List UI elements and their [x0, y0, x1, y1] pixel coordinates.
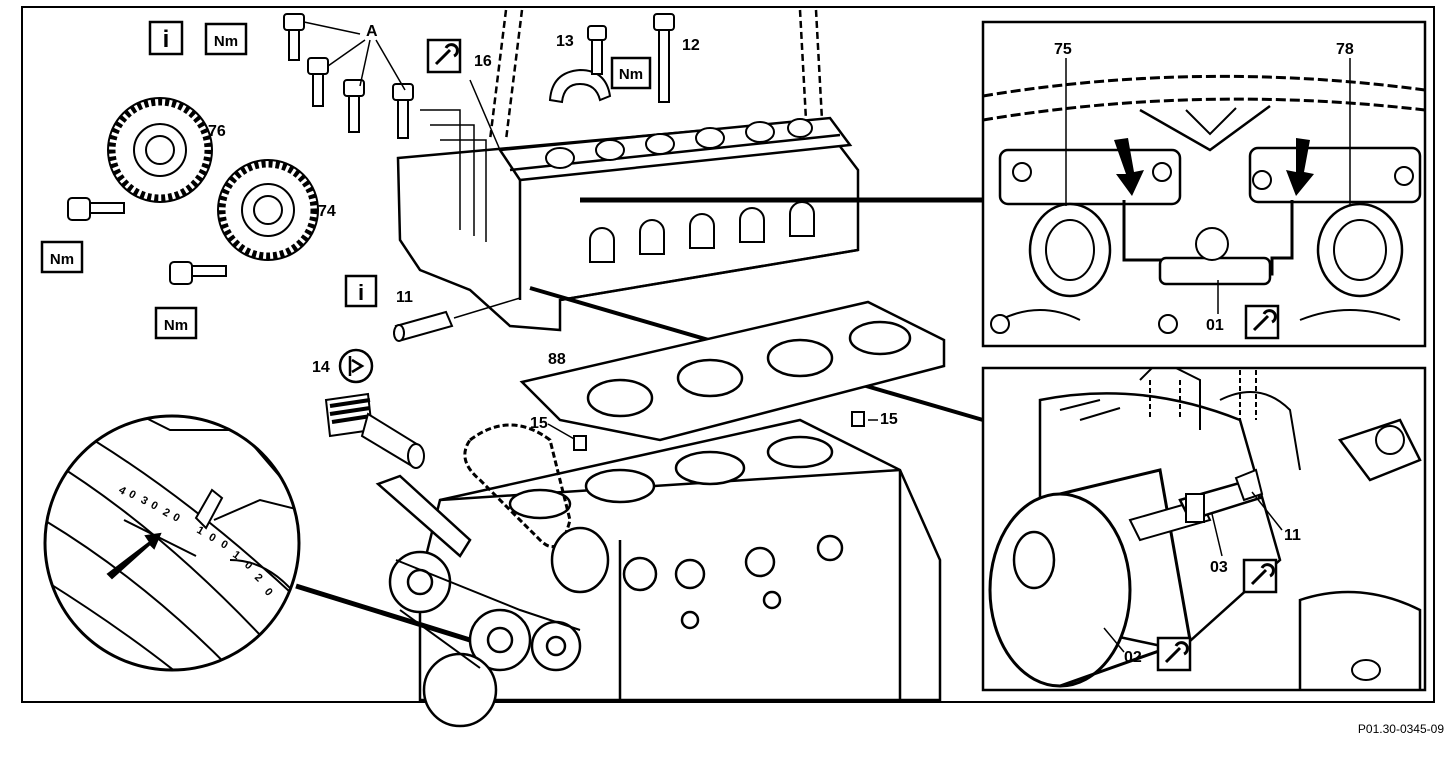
scale-digit: 0	[171, 511, 182, 524]
tool-icon-02	[1156, 636, 1192, 672]
bearing-cap-13	[548, 68, 612, 104]
bolt-set-a	[283, 13, 414, 139]
leader-15-left	[547, 423, 577, 441]
head-gasket-88	[519, 300, 946, 442]
crank-detail-art	[988, 368, 1422, 690]
torque-icon-left: Nm	[40, 240, 84, 274]
camshaft-lobes	[545, 118, 813, 169]
callout-11-detail: 11	[1284, 527, 1301, 544]
pin-leader	[453, 297, 521, 319]
callout-74: 74	[318, 203, 336, 220]
info-icon-11: i	[344, 274, 378, 308]
callout-11: 11	[396, 289, 413, 306]
bolt-guide-lines	[420, 79, 501, 242]
timing-mark-arrow	[106, 532, 162, 580]
tool-icon-01	[1244, 304, 1280, 340]
callout-12: 12	[682, 37, 700, 54]
callout-15-left: 15	[530, 415, 548, 432]
torque-text-left: Nm	[50, 251, 74, 268]
torque-text-13: Nm	[619, 66, 643, 83]
degree-scale-detail: 4 0 3 0 2 0 1 0 0 1 0 2 0	[43, 414, 301, 672]
camshaft-sprocket-74	[217, 159, 319, 261]
callout-76: 76	[208, 123, 226, 140]
callout-16: 16	[474, 53, 492, 70]
torque-icon-13: Nm	[610, 56, 652, 90]
callout-15-right: 15	[880, 411, 898, 428]
scale-digit: 1	[195, 524, 206, 537]
callout-02: 02	[1124, 649, 1142, 666]
dowel-15-right	[851, 411, 865, 427]
tool-icon-03	[1242, 558, 1278, 594]
figure-reference: P01.30-0345-09	[1357, 722, 1444, 736]
chain-tensioner-icon	[338, 348, 374, 384]
callout-75: 75	[1054, 41, 1072, 58]
scale-digit: 0	[207, 531, 218, 544]
callout-01: 01	[1206, 317, 1224, 334]
diagram-frame	[21, 6, 1435, 703]
callout-03: 03	[1210, 559, 1228, 576]
belt-pulleys	[388, 550, 658, 728]
arrow-right-cam	[1286, 138, 1314, 196]
oil-filter	[375, 474, 610, 594]
bolt-set-a-leaders	[303, 21, 406, 91]
info-icon: i	[148, 20, 184, 56]
tool-icon-16	[426, 38, 462, 74]
callout-78: 78	[1336, 41, 1354, 58]
arrow-left-cam	[1114, 138, 1144, 196]
leader-to-degree-scale	[295, 583, 471, 643]
callout-14: 14	[312, 359, 330, 376]
info-symbol-11: i	[358, 280, 364, 305]
tdc-mark-line	[123, 519, 197, 557]
torque-icon: Nm	[204, 22, 248, 56]
bolt-12	[653, 13, 675, 103]
callout-88: 88	[548, 351, 566, 368]
sprocket-bolt-right	[169, 261, 227, 285]
chain-tensioner-14	[324, 392, 425, 469]
scale-digit: 3	[139, 494, 150, 507]
scale-digit: 0	[127, 488, 138, 501]
timing-pointer	[194, 488, 224, 530]
sprocket-bolt-left	[67, 197, 125, 221]
callout-a: A	[366, 23, 378, 40]
torque-text-lower: Nm	[164, 317, 188, 334]
timing-chain-left	[488, 9, 524, 141]
torque-text: Nm	[214, 33, 238, 50]
timing-chain-right	[798, 9, 824, 121]
leader-11-detail	[1251, 491, 1283, 531]
head-ports	[589, 201, 815, 263]
leader-02	[1103, 627, 1125, 653]
dowel-pin-11	[393, 310, 454, 342]
scale-digit: 0	[219, 538, 230, 551]
camshaft-detail-art	[983, 74, 1425, 334]
torque-icon-lower: Nm	[154, 306, 198, 340]
scale-digit: 2	[161, 506, 172, 519]
bolt-13	[587, 25, 607, 75]
info-symbol: i	[163, 26, 170, 53]
callout-13: 13	[556, 33, 574, 50]
leader-03	[1211, 513, 1223, 557]
dowel-15-left	[573, 435, 587, 451]
camshaft-sprocket-76	[107, 97, 213, 203]
drive-belt	[395, 559, 581, 669]
scale-digit: 0	[149, 499, 160, 512]
